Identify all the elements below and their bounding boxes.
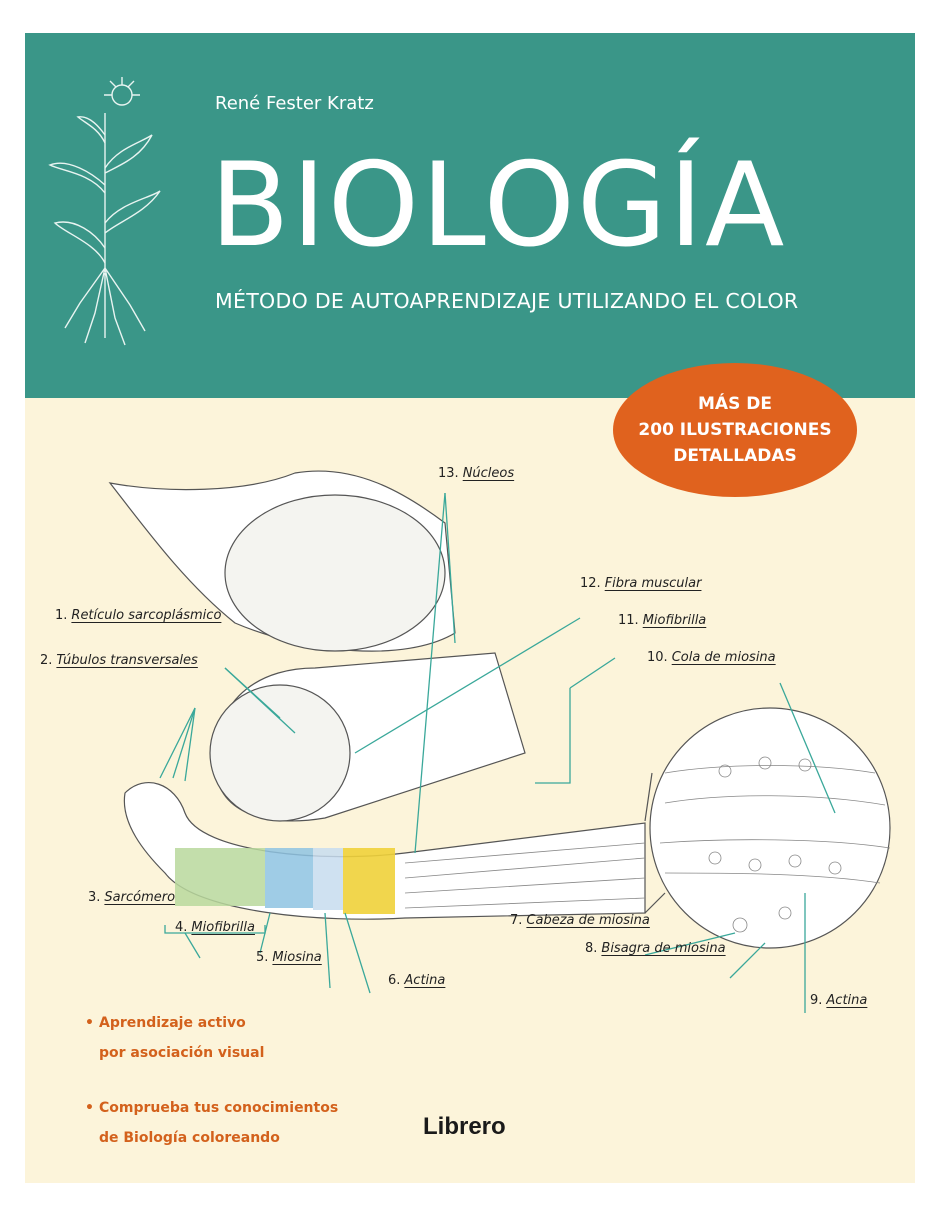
muscle-diagram	[108, 470, 891, 1013]
label-4: 4.Miofibrilla	[175, 920, 255, 935]
badge-line-2: 200 ILUSTRACIONES	[638, 420, 832, 440]
book-cover: René Fester Kratz BIOLOGÍA MÉTODO DE AUT…	[25, 33, 915, 1183]
feature-bullet: •Comprueba tus conocimientos de Biología…	[85, 1100, 339, 1146]
label-13: 13.Núcleos	[438, 466, 515, 481]
label-11: 11.Miofibrilla	[618, 613, 707, 628]
label-7: 7.Cabeza de miosina	[510, 913, 650, 928]
book-subtitle: MÉTODO DE AUTOAPRENDIZAJE UTILIZANDO EL …	[215, 289, 799, 313]
label-12: 12.Fibra muscular	[580, 576, 702, 591]
label-1: 1.Retículo sarcoplásmico	[55, 608, 222, 623]
author-name: René Fester Kratz	[215, 93, 374, 114]
label-8: 8.Bisagra de miosina	[585, 941, 726, 956]
badge-line-1: MÁS DE	[698, 394, 772, 414]
publisher-logo: Librero	[423, 1113, 506, 1140]
label-3: 3.Sarcómero	[88, 890, 176, 905]
plant-illustration-icon	[48, 77, 161, 346]
label-6: 6.Actina	[388, 973, 446, 988]
feature-bullet: •Aprendizaje activo por asociación visua…	[85, 1015, 265, 1061]
feature-bullets: •Aprendizaje activo por asociación visua…	[85, 1008, 338, 1178]
title-band: René Fester Kratz BIOLOGÍA MÉTODO DE AUT…	[25, 33, 915, 398]
label-2: 2.Túbulos transversales	[40, 653, 198, 668]
illustrations-badge: MÁS DE 200 ILUSTRACIONES DETALLADAS	[613, 363, 857, 497]
label-10: 10.Cola de miosina	[647, 650, 776, 665]
label-9: 9.Actina	[810, 993, 868, 1008]
badge-line-3: DETALLADAS	[673, 446, 797, 466]
label-5: 5.Miosina	[256, 950, 322, 965]
book-title: BIOLOGÍA	[210, 138, 787, 273]
